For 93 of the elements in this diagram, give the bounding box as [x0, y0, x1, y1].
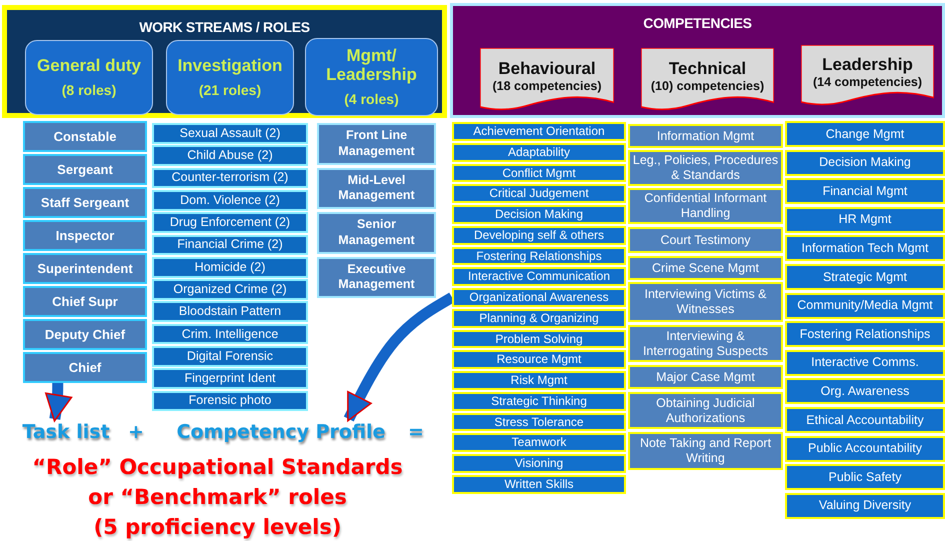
card-title: Mgmt/ Leadership	[325, 47, 418, 85]
competency-box: Ethical Accountability	[785, 407, 945, 434]
competency-box: Confidential Informant Handling	[628, 188, 783, 224]
role-box: Bloodstain Pattern	[152, 301, 308, 322]
competency-box: Obtaining Judicial Authorizations	[628, 392, 783, 429]
work-streams-panel	[2, 5, 447, 118]
role-box: Mid-Level Management	[317, 168, 436, 209]
role-box: Sexual Assault (2)	[152, 123, 308, 144]
competency-box: Fostering Relationships	[785, 321, 945, 348]
competency-box: Organizational Awareness	[452, 288, 626, 307]
competency-box: Interactive Comms.	[785, 350, 945, 376]
curved-arrow	[45, 380, 72, 422]
role-box: Constable	[23, 121, 147, 152]
card-title: Investigation	[178, 57, 282, 76]
role-box: Chief	[23, 352, 147, 383]
role-box: Organized Crime (2)	[152, 279, 308, 300]
role-box: Front Line Management	[317, 123, 436, 164]
work-stream-box	[25, 40, 153, 115]
competency-box: Information Tech Mgmt	[785, 235, 945, 262]
competency-box: Decision Making	[452, 205, 626, 224]
competency-box: Conflict Mgmt	[452, 164, 626, 182]
card-subtitle: (4 roles)	[344, 90, 399, 107]
competency-box: Risk Mgmt	[452, 371, 626, 390]
competency-box: Stress Tolerance	[452, 412, 626, 432]
competency-box: Interviewing Victims & Witnesses	[628, 282, 783, 322]
competency-box: Change Mgmt	[785, 121, 945, 148]
competency-box: Financial Mgmt	[785, 178, 945, 204]
card-subtitle: (8 roles)	[62, 82, 116, 98]
competency-box: Visioning	[452, 454, 626, 473]
role-box: Staff Sergeant	[23, 187, 147, 218]
panel-title: COMPETENCIES	[643, 15, 752, 31]
card-title: Leadership	[822, 55, 913, 75]
card-title: Technical	[668, 59, 746, 79]
role-box: Dom. Violence (2)	[152, 190, 308, 211]
competency-box: Public Accountability	[785, 436, 945, 462]
card-subtitle: (14 competencies)	[812, 75, 922, 89]
role-box: Digital Forensic	[152, 346, 308, 367]
role-box: Senior Management	[317, 212, 436, 254]
competency-box: Court Testimony	[628, 227, 783, 253]
competency-box: Critical Judgement	[452, 184, 626, 203]
card-subtitle: (21 roles)	[198, 82, 262, 98]
work-stream-box	[166, 40, 294, 115]
panel-title: WORK STREAMS / ROLES	[139, 19, 310, 35]
competency-box: Decision Making	[785, 150, 945, 176]
formula-term: Competency Profile	[160, 421, 402, 445]
card-subtitle: (18 competencies)	[492, 79, 602, 93]
competency-box: Strategic Mgmt	[785, 264, 945, 290]
competency-box: Community/Media Mgmt	[785, 292, 945, 319]
competency-box: Interviewing & Interrogating Suspects	[628, 325, 783, 362]
role-box: Inspector	[23, 220, 147, 251]
competency-box: Written Skills	[452, 474, 626, 494]
role-box: Child Abuse (2)	[152, 145, 308, 166]
competency-box: Org. Awareness	[785, 378, 945, 404]
competency-box: Fostering Relationships	[452, 246, 626, 266]
competency-box: Public Safety	[785, 464, 945, 490]
role-box: Sergeant	[23, 154, 147, 185]
competency-box: Developing self & others	[452, 226, 626, 244]
note-text: (5 proficiency levels)	[92, 514, 342, 541]
plus-sign: +	[128, 421, 144, 443]
competency-box: Achievement Orientation	[452, 122, 626, 141]
competency-box: HR Mgmt	[785, 206, 945, 233]
role-box: Drug Enforcement (2)	[152, 212, 308, 233]
competency-box: Planning & Organizing	[452, 308, 626, 328]
competency-box: Note Taking and Report Writing	[628, 432, 783, 470]
competency-box: Strategic Thinking	[452, 392, 626, 410]
work-stream-box	[305, 38, 438, 116]
competency-box: Interactive Communication	[452, 267, 626, 286]
competency-box: Leg., Policies, Procedures & Standards	[628, 150, 783, 186]
role-box: Financial Crime (2)	[152, 234, 308, 256]
formula-term: Task list	[10, 421, 122, 445]
role-box: Deputy Chief	[23, 319, 147, 350]
competencies-panel	[450, 3, 945, 118]
role-box: Superintendent	[23, 253, 147, 284]
competency-box: Major Case Mgmt	[628, 365, 783, 389]
card-title: Behavioural	[498, 59, 596, 79]
competency-box: Crime Scene Mgmt	[628, 256, 783, 280]
role-box: Crim. Intelligence	[152, 324, 308, 344]
result-text: “Role” Occupational Standards or “Benchmark” roles	[31, 454, 404, 512]
competency-box: Information Mgmt	[628, 124, 783, 148]
card-subtitle: (10) competencies)	[650, 79, 764, 93]
role-box: Homicide (2)	[152, 256, 308, 278]
role-box: Forensic photo	[152, 390, 308, 412]
competency-box: Teamwork	[452, 433, 626, 452]
competency-box: Adaptability	[452, 142, 626, 162]
role-box: Fingerprint Ident	[152, 368, 308, 390]
card-title: General duty	[37, 57, 141, 76]
role-box: Chief Supr	[23, 286, 147, 317]
role-box: Executive Management	[317, 256, 436, 298]
competency-box: Problem Solving	[452, 330, 626, 348]
equals-sign: =	[408, 421, 424, 443]
role-box: Counter-terrorism (2)	[152, 168, 308, 188]
competency-box: Resource Mgmt	[452, 350, 626, 369]
competency-box: Valuing Diversity	[785, 492, 945, 519]
